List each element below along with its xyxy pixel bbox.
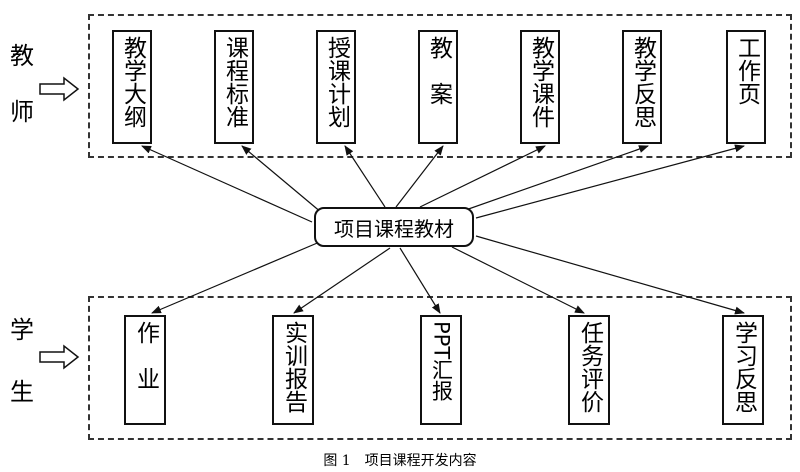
teacher-label-top: 教 (10, 42, 34, 70)
connector-student-3 (399, 247, 441, 314)
teacher-item-teaching-plan: 授课计划 (316, 30, 356, 144)
figure-caption: 图 1 项目课程开发内容 (323, 453, 477, 469)
student-item-label: 实训报告 (280, 321, 307, 413)
student-item-homework: 作 业 (124, 315, 166, 425)
teacher-item-lesson-plan: 教 案 (418, 30, 458, 144)
teacher-item-courseware: 教学课件 (520, 30, 560, 144)
teacher-group-box (88, 14, 792, 158)
student-item-ppt-report: PPT汇报 (420, 315, 462, 425)
student-item-label: PPT汇报 (429, 321, 454, 402)
teacher-item-curriculum-standard: 课程标准 (214, 30, 254, 144)
connector-teacher-1 (141, 145, 313, 223)
student-item-learning-reflection: 学习反思 (722, 315, 764, 425)
connector-student-4 (451, 246, 585, 314)
teacher-item-label: 教学大纲 (119, 36, 146, 128)
teacher-item-label: 教学反思 (629, 36, 656, 128)
connector-student-5 (475, 235, 745, 315)
teacher-item-label: 工作页 (733, 36, 760, 105)
teacher-label-bottom: 师 (10, 98, 34, 126)
connector-teacher-5 (419, 145, 546, 208)
student-item-label: 学习反思 (730, 321, 757, 413)
student-item-training-report: 实训报告 (272, 315, 314, 425)
teacher-hollow-arrow (39, 76, 80, 102)
center-node: 项目课程教材 (314, 207, 474, 247)
teacher-item-label: 教学课件 (527, 36, 554, 128)
connector-teacher-2 (241, 145, 323, 214)
connector-student-2 (293, 247, 391, 314)
teacher-item-label: 授课计划 (323, 36, 350, 128)
center-node-label: 项目课程教材 (334, 216, 454, 241)
connector-teacher-6 (459, 145, 649, 213)
connector-student-1 (151, 240, 323, 314)
teacher-item-label: 教 案 (425, 36, 452, 105)
connector-teacher-7 (475, 144, 745, 219)
student-item-task-evaluation: 任务评价 (568, 315, 610, 425)
student-item-label: 作 业 (132, 321, 159, 390)
teacher-item-teaching-reflection: 教学反思 (622, 30, 662, 144)
teacher-item-worksheet: 工作页 (726, 30, 766, 144)
teacher-item-label: 课程标准 (221, 36, 248, 128)
teacher-item-syllabus: 教学大纲 (112, 30, 152, 144)
student-group-box (88, 296, 792, 440)
student-label-top: 学 (10, 316, 34, 344)
student-item-label: 任务评价 (576, 321, 603, 413)
student-label-bottom: 生 (10, 378, 34, 406)
connector-teacher-3 (344, 145, 386, 208)
student-hollow-arrow (39, 344, 80, 370)
connector-teacher-4 (395, 145, 444, 208)
